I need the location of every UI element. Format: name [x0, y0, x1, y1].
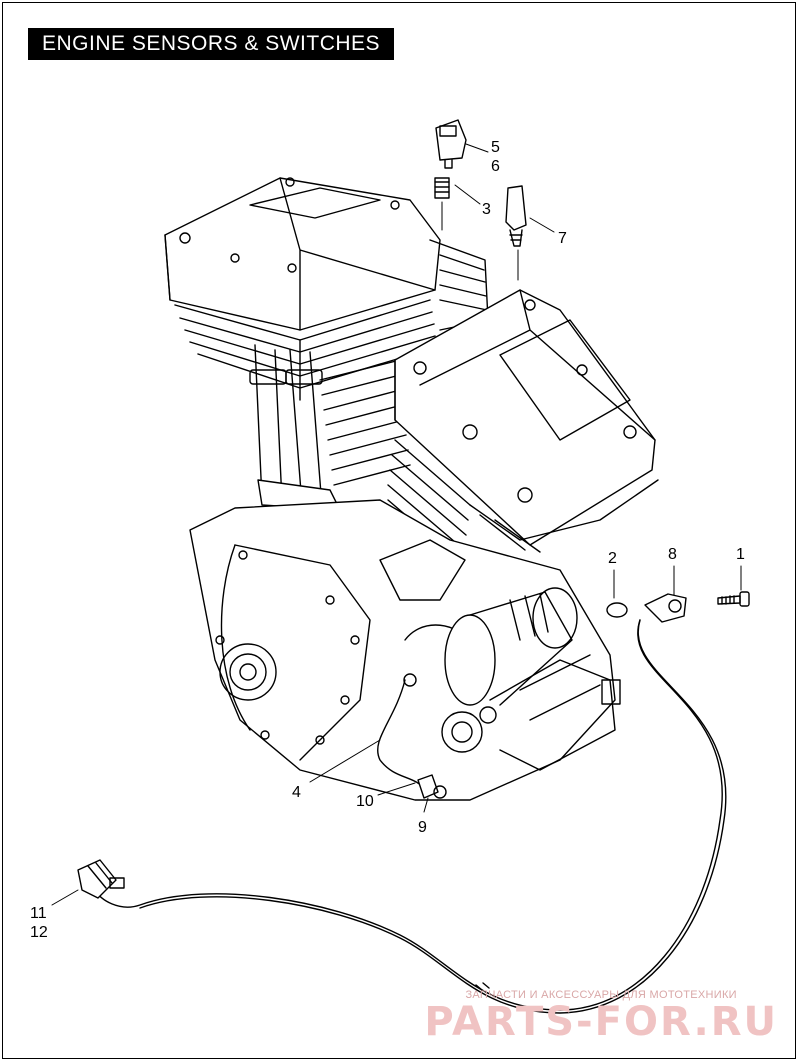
callout-8: 8	[668, 546, 677, 563]
front-rocker-cover	[394, 289, 659, 553]
rear-cylinder-fins	[174, 239, 489, 401]
callout-7: 7	[558, 230, 567, 247]
page-title: ENGINE SENSORS & SWITCHES	[28, 28, 395, 60]
watermark-tagline: ЗАПЧАСТИ И АКСЕССУАРЫ ДЛЯ МОТОТЕХНИКИ	[465, 989, 737, 1001]
callout-10: 10	[356, 793, 374, 810]
screw	[717, 591, 750, 607]
leader-lines	[51, 143, 742, 906]
filter-screen	[434, 177, 450, 199]
rear-rocker-cover	[164, 177, 441, 331]
crankcase	[189, 499, 616, 801]
callout-labels: 5 6 3 7 2 8 1 4 10 9 11 12	[30, 139, 745, 941]
sensor-harness	[94, 619, 723, 1011]
callout-9: 9	[418, 819, 427, 836]
callout-5: 5	[491, 139, 500, 156]
callout-12: 12	[30, 924, 48, 941]
crank-position-sensor	[644, 593, 687, 623]
pushrod-tubes	[249, 344, 341, 511]
callout-11: 11	[30, 905, 47, 922]
callout-2: 2	[608, 550, 617, 567]
callout-4: 4	[292, 784, 301, 801]
neutral-switch-wire	[377, 673, 447, 799]
callout-6: 6	[491, 158, 500, 175]
watermark: ЗАПЧАСТИ И АКСЕССУАРЫ ДЛЯ МОТОТЕХНИКИ PA…	[424, 989, 778, 1043]
temperature-sensor	[505, 185, 527, 247]
oil-pressure-sender	[435, 119, 467, 169]
harness-connector	[77, 859, 125, 899]
callout-3: 3	[482, 201, 491, 218]
watermark-brand: PARTS-FOR.RU	[424, 999, 778, 1045]
front-cylinder-fins	[319, 359, 471, 561]
callout-1: 1	[736, 546, 745, 563]
starter-motor	[444, 587, 621, 771]
o-ring	[606, 602, 628, 618]
